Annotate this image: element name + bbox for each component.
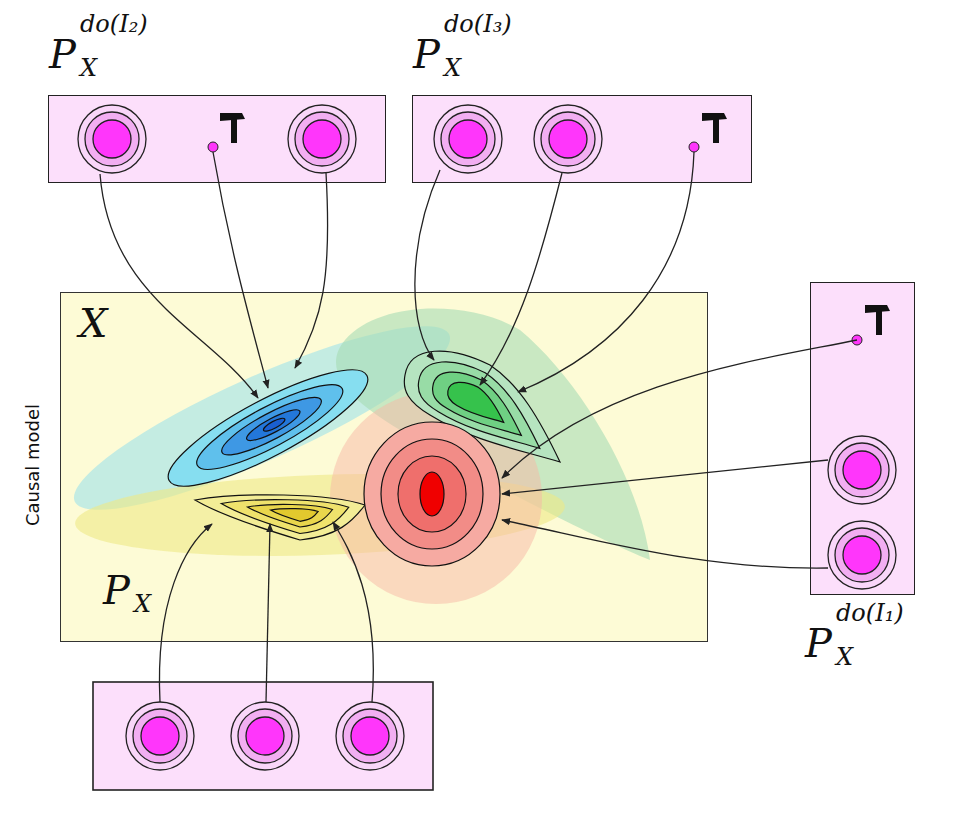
distribution-subscript: X (80, 56, 97, 80)
intervention-superscript: do(I₂) (80, 12, 148, 36)
distribution-subscript: X (836, 645, 853, 669)
distribution-box: PXdo(I₂) (48, 95, 386, 183)
intervention-superscript: do(I₁) (836, 601, 904, 625)
distribution-box: PXdo(I₃) (412, 95, 752, 183)
space-symbol: X (79, 303, 107, 343)
sample-symbol (231, 702, 299, 770)
distribution-symbol: P (413, 34, 440, 74)
distribution-subscript: X (134, 592, 151, 616)
side-label: Causal model (24, 385, 42, 545)
intervention-superscript: do(I₃) (444, 12, 512, 36)
model-space: XCausal model (60, 292, 708, 642)
sample-box (93, 682, 433, 790)
sample-symbol (336, 702, 404, 770)
sample-symbol (126, 702, 194, 770)
distribution-symbol: P (103, 570, 130, 610)
distribution-box: PXdo(I₁) (810, 282, 915, 595)
distribution-symbol: P (805, 623, 832, 663)
distribution-subscript: X (444, 56, 461, 80)
distribution-symbol: P (49, 34, 76, 74)
